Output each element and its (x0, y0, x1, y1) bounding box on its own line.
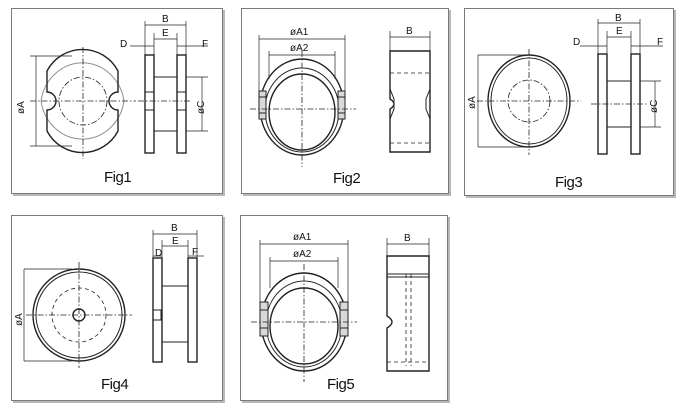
fig3-label-F: F (657, 37, 663, 48)
fig4-label-F: F (192, 247, 198, 258)
fig5-label-A2: øA2 (293, 249, 312, 260)
fig3-label-A: øA (467, 96, 478, 109)
fig2-label-B: B (406, 26, 413, 37)
fig4-drawing: øA B E D F (14, 223, 204, 368)
fig5-front-view: øA1 øA2 (251, 232, 357, 382)
fig4-label-A: øA (14, 313, 25, 326)
fig1-label-B: B (162, 14, 169, 25)
fig2-side-view: B (389, 26, 431, 153)
fig1-panel: øA B E D F ø (11, 8, 223, 194)
fig1-label-D: D (120, 39, 127, 50)
fig5-label-B: B (404, 233, 411, 244)
fig2-caption: Fig2 (333, 170, 361, 187)
fig5-label-A1: øA1 (293, 232, 312, 243)
fig2-front-view (250, 51, 356, 167)
fig5-panel: øA1 øA2 B Fig5 (240, 215, 448, 401)
fig1-label-C: øC (196, 101, 207, 114)
fig1-label-F: F (202, 39, 208, 50)
fig3-side-view: B E D F øC (573, 13, 663, 155)
fig4-label-D: D (155, 248, 162, 259)
fig2-label-A1: øA1 (290, 27, 309, 38)
fig1-label-E: E (162, 28, 169, 39)
fig3-drawing: øA B E D F øC (467, 13, 663, 155)
fig1-side-view (138, 54, 192, 154)
fig2-panel: øA1 øA2 B Fig2 (241, 8, 449, 194)
fig2-label-A2: øA2 (290, 43, 309, 54)
fig1-drawing: øA B E D F ø (16, 14, 208, 159)
fig3-caption: Fig3 (555, 174, 583, 191)
fig1-dims-side: B E D F øC (120, 14, 208, 132)
fig1-front-view (30, 47, 136, 159)
fig1-label-A: øA (16, 101, 27, 114)
fig4-label-B: B (171, 223, 178, 234)
fig5-caption: Fig5 (327, 376, 355, 393)
fig1-dim-A: øA (16, 55, 72, 147)
fig3-panel: øA B E D F øC Fig3 (464, 8, 674, 196)
fig3-label-D: D (573, 37, 580, 48)
fig4-caption: Fig4 (101, 376, 129, 393)
fig5-drawing: øA1 øA2 B (251, 232, 430, 382)
fig4-side-view: B E D F (152, 223, 204, 363)
fig4-panel: øA B E D F Fig4 (11, 215, 223, 401)
fig2-dims-front: øA1 øA2 (258, 27, 346, 101)
fig5-side-view: B (386, 233, 430, 372)
fig4-label-E: E (172, 236, 179, 247)
fig4-front-view: øA (14, 262, 132, 368)
fig3-label-B: B (615, 13, 622, 24)
fig3-label-C: øC (649, 100, 660, 113)
fig1-caption: Fig1 (104, 169, 132, 186)
fig2-drawing: øA1 øA2 B (250, 26, 431, 167)
fig3-front-view: øA (467, 49, 581, 155)
fig3-label-E: E (616, 26, 623, 37)
